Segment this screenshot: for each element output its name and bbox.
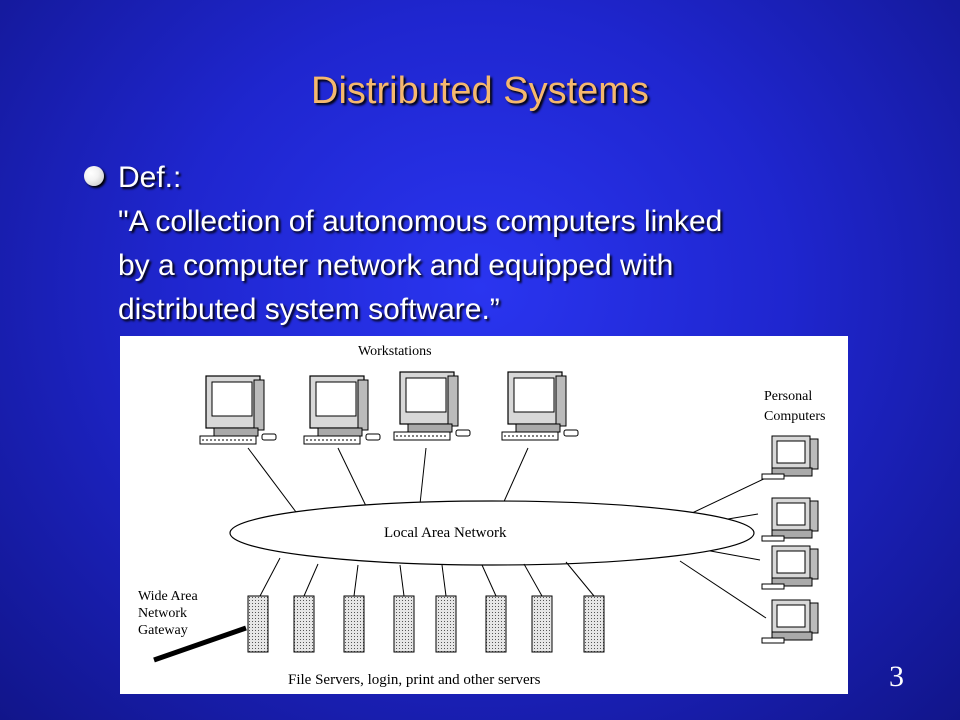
page-number: 3 [889,660,904,693]
wan-label-1: Wide Area [138,589,198,604]
personal-computers-label-1: Personal [764,389,812,404]
network-diagram: Workstations Personal Computers Local Ar… [120,336,848,694]
bullet-icon [84,166,104,186]
servers-label: File Servers, login, print and other ser… [288,672,541,688]
definition-text: Def.: "A collection of autonomous comput… [118,156,888,332]
personal-computer-2 [761,497,819,542]
slide-title: Distributed Systems [311,70,649,112]
definition-line-2: by a computer network and equipped with [118,249,674,282]
workstation-1 [199,375,277,445]
workstation-2 [303,375,381,445]
definition-lead: Def.: [118,161,182,194]
personal-computer-1 [761,435,819,480]
personal-computer-4 [761,599,819,644]
definition-line-1: "A collection of autonomous computers li… [118,205,723,238]
workstation-3 [393,371,471,441]
definition-line-3: distributed system software.” [118,293,500,326]
lan-ellipse [229,500,755,566]
lan-label: Local Area Network [384,525,507,541]
personal-computer-3 [761,545,819,590]
workstation-4 [501,371,579,441]
personal-computers-label-2: Computers [764,409,825,424]
workstations-label: Workstations [358,344,432,359]
wan-label-2: Network [138,606,187,621]
workstation-connections [247,447,771,619]
file-servers [247,595,605,653]
server-connections [259,557,595,597]
wan-gateway-link [153,625,247,663]
wan-label-3: Gateway [138,623,188,638]
